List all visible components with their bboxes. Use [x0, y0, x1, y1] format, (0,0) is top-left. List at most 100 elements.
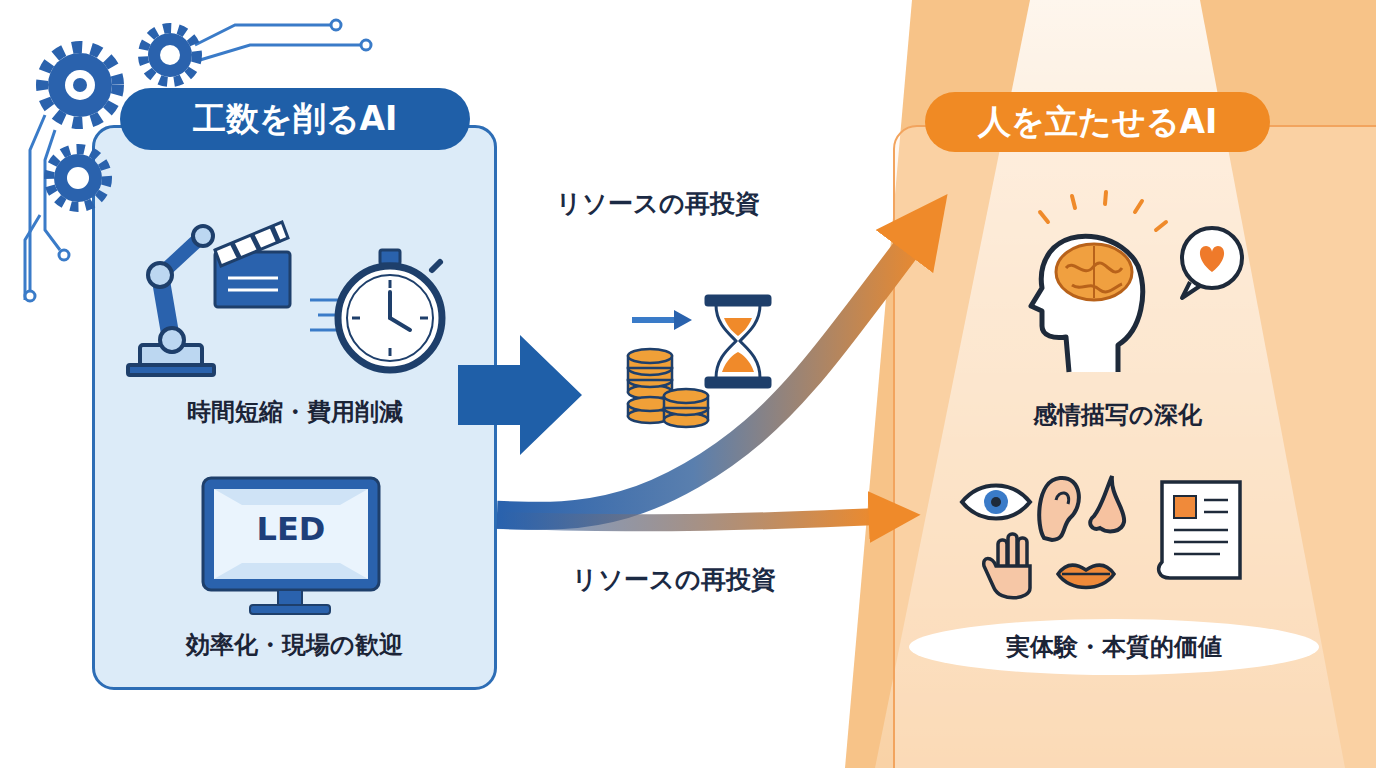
coin-stack: [628, 380, 672, 392]
clapperboard: [215, 222, 288, 266]
head-profile: [1066, 263, 1122, 272]
gear-icon: [67, 167, 89, 189]
clapperboard: [215, 222, 290, 307]
coin-stack: [628, 385, 672, 399]
idea-rays: [1040, 192, 1166, 230]
clapperboard: [228, 277, 278, 280]
coin-stack: [628, 349, 708, 427]
led-monitor: [214, 489, 368, 579]
edge-label: リソースの再投資: [556, 187, 760, 220]
small-arrow: [632, 310, 692, 330]
stopwatch: [310, 299, 338, 302]
coin-stack: [664, 408, 708, 420]
idea-rays: [1156, 222, 1166, 230]
flow-arrow: [497, 517, 879, 523]
small-arrow: [674, 310, 692, 330]
hourglass: [706, 378, 770, 387]
idea-rays: [1105, 192, 1106, 204]
eye-icon: [962, 486, 1030, 519]
hourglass: [722, 352, 754, 372]
gear-icon: [160, 45, 180, 65]
led-monitor: [250, 605, 330, 614]
stopwatch: [310, 250, 442, 370]
coin-stack: [628, 409, 672, 423]
led-monitor: [214, 563, 368, 579]
clapperboard: [232, 243, 240, 259]
gear-icon: [143, 28, 197, 82]
idea-rays: [1072, 196, 1075, 208]
robot-arm: [193, 226, 213, 246]
robot-arm: [140, 345, 202, 367]
stopwatch: [380, 250, 400, 264]
stopwatch: [432, 262, 440, 270]
robot-arm: [160, 328, 184, 352]
document-icon: [1159, 482, 1240, 578]
stopwatch: [389, 348, 392, 356]
stopwatch: [388, 292, 392, 318]
coin-stack: [664, 396, 708, 408]
stopwatch: [352, 317, 360, 320]
gear-icon: [143, 28, 197, 82]
gear-icon: [148, 33, 192, 77]
coin-stack: [664, 401, 708, 415]
coin-stack: [628, 397, 672, 411]
nose-icon: [1090, 476, 1124, 531]
circuit-lines: [331, 20, 341, 30]
heart-bubble: [1182, 228, 1242, 288]
ear-icon: [1039, 478, 1079, 540]
circuit-lines: [200, 45, 360, 60]
gear-icon: [65, 70, 95, 100]
lips-icon: [1062, 573, 1110, 576]
head-profile: [1031, 236, 1143, 372]
head-profile: [1072, 284, 1122, 292]
clapperboard: [252, 235, 260, 251]
hourglass: [706, 296, 770, 387]
gear-icon: [42, 47, 118, 123]
stopwatch: [310, 329, 338, 332]
led-monitor: [203, 478, 379, 614]
head-profile: [1031, 236, 1143, 372]
caption: 感情描写の深化: [912, 400, 1322, 430]
stopwatch: [390, 318, 410, 330]
document-icon: [1174, 553, 1220, 556]
hand-icon: [984, 534, 1030, 598]
hourglass: [706, 296, 770, 305]
nose-icon: [1090, 476, 1124, 531]
gear-icon: [42, 47, 118, 123]
clapperboard: [272, 227, 279, 243]
document-icon: [1204, 511, 1228, 514]
idea-rays: [1135, 201, 1142, 212]
clapperboard: [215, 252, 290, 307]
panel-heading: 工数を削るAI: [120, 88, 470, 150]
flow-arrow: [497, 240, 913, 516]
caption: 効率化・現場の歓迎: [95, 630, 494, 660]
circuit-lines: [361, 40, 371, 50]
heart-bubble: [1182, 282, 1200, 298]
led-monitor: [203, 478, 379, 590]
gear-icon: [73, 78, 87, 92]
circuit-lines: [25, 20, 371, 301]
led-monitor: [214, 489, 368, 505]
clapperboard: [228, 289, 278, 292]
gear-icon: [49, 149, 107, 207]
head-profile: [1056, 244, 1132, 300]
small-arrow: [632, 317, 676, 323]
stopwatch: [389, 280, 392, 288]
lips-icon: [1058, 565, 1114, 587]
block-arrow: [458, 335, 582, 455]
stopwatch: [318, 314, 340, 317]
coin-stack: [628, 356, 672, 368]
stopwatch: [420, 317, 428, 320]
robot-arm: [148, 263, 172, 287]
document-icon: [1204, 499, 1228, 502]
document-icon: [1174, 529, 1228, 532]
edge-label: リソースの再投資: [572, 563, 776, 596]
coin-stack: [664, 413, 708, 427]
panel-heading: 人を立たせるAI: [925, 92, 1270, 152]
value-ellipse: 実体験・本質的価値: [909, 619, 1319, 675]
coin-stack: [628, 368, 672, 380]
gear-icon: [54, 154, 102, 202]
coin-stack: [628, 373, 672, 387]
eye-icon: [991, 497, 1001, 507]
lips-icon: [1058, 565, 1114, 587]
